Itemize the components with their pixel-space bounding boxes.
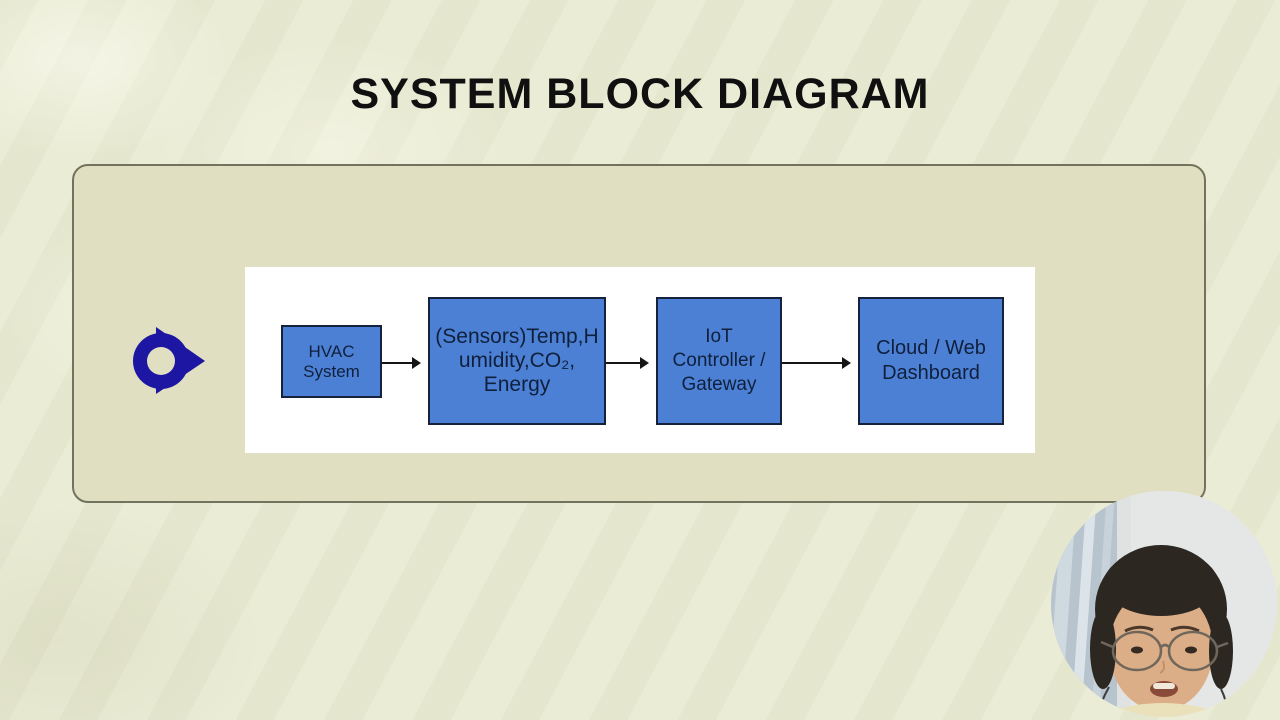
block-label-line: HVAC	[308, 341, 355, 361]
slide-title: SYSTEM BLOCK DIAGRAM	[350, 70, 930, 118]
block-label-line: umidity,CO₂,	[458, 349, 576, 372]
block-hvac-system: HVAC System	[281, 325, 382, 398]
block-label-line: Controller /	[672, 350, 766, 371]
connector-arrow-hvac-to-sensors	[382, 357, 421, 369]
diagram-canvas: HVAC System (Sensors)Temp,H umidity,CO₂,…	[245, 267, 1035, 453]
block-label-line: Gateway	[681, 374, 757, 395]
block-label-line: Cloud / Web	[876, 337, 986, 359]
presenter-webcam-circle	[1051, 491, 1277, 717]
block-label-line: System	[303, 361, 360, 381]
circle-arrow-bullet-icon	[133, 327, 205, 394]
block-label-line: Energy	[483, 373, 551, 396]
block-cloud-web-dashboard: Cloud / Web Dashboard	[858, 297, 1004, 425]
block-iot-controller-gateway: IoT Controller / Gateway	[656, 297, 782, 425]
connector-arrow-iot-to-cloud	[782, 357, 851, 369]
presenter-portrait	[1051, 491, 1277, 717]
block-sensors: (Sensors)Temp,H umidity,CO₂, Energy	[428, 297, 606, 425]
block-label-line: IoT	[705, 326, 733, 347]
block-label-line: (Sensors)Temp,H	[435, 325, 599, 348]
connector-arrow-sensors-to-iot	[606, 357, 649, 369]
block-label-line: Dashboard	[882, 362, 980, 384]
